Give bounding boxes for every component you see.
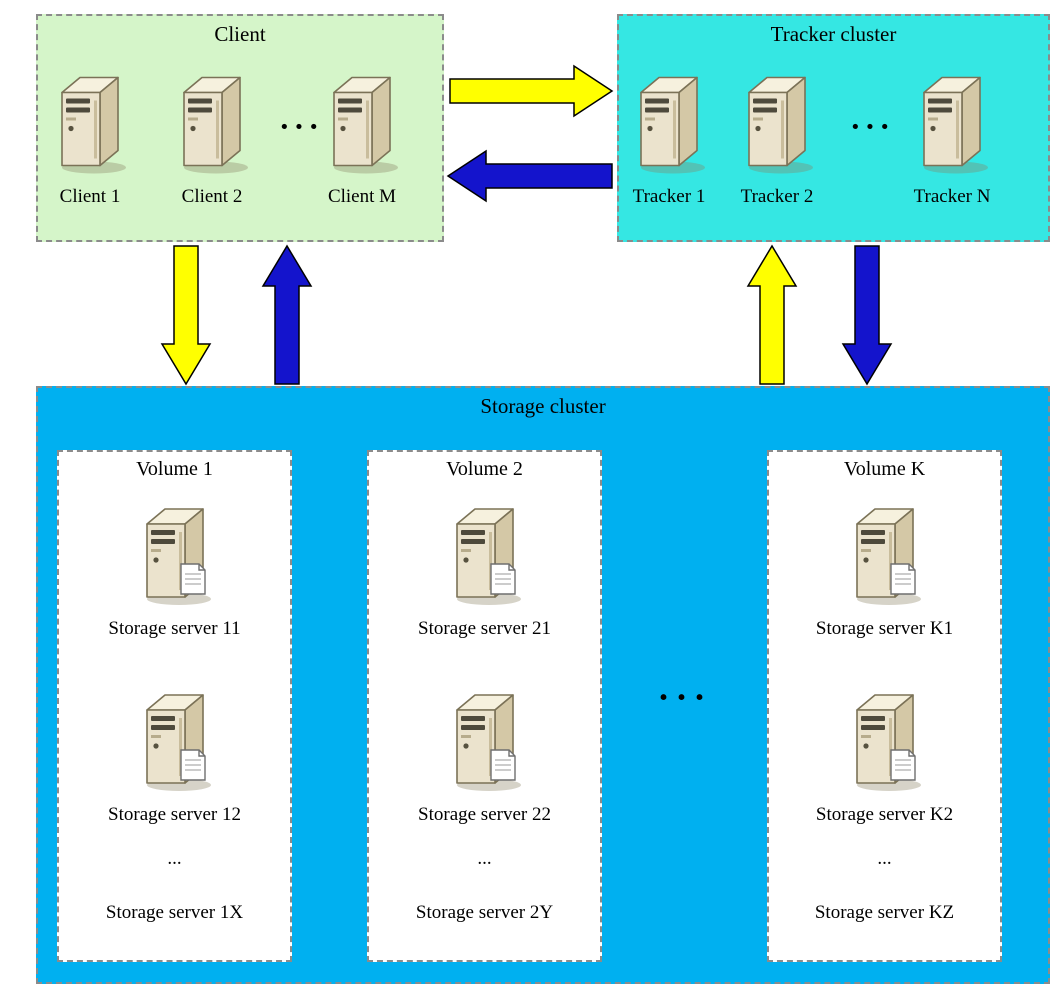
client-node-2: Client 2: [160, 70, 264, 208]
arrow-storage-to-tracker: [746, 244, 798, 385]
volume-box-1: Volume 1 Storage server 11 Storage serve…: [57, 450, 292, 962]
storage-server-icon: [135, 502, 215, 607]
tracker-node-label: Tracker N: [913, 186, 991, 207]
tracker-node-label: Tracker 1: [632, 186, 706, 207]
volume-ellipsis: ...: [477, 848, 492, 869]
storage-server-label: Storage server 1X: [105, 902, 244, 923]
volume-title: Volume 1: [136, 458, 213, 480]
arrow-client-to-tracker: [449, 64, 614, 118]
client-node-m: Client M: [310, 70, 414, 208]
storage-server-icon: [445, 688, 525, 793]
server-icon: [737, 70, 817, 176]
client-node-label: Client M: [327, 186, 397, 207]
storage-server-label: Storage server 11: [108, 618, 241, 639]
server-icon: [912, 70, 992, 176]
server-icon: [629, 70, 709, 176]
tracker-node-n: Tracker N: [902, 70, 1002, 208]
arrow-tracker-to-client: [446, 149, 613, 203]
server-icon: [172, 70, 252, 176]
client-cluster-box: Client Client 1 Client 2 Client M ···: [36, 14, 444, 242]
tracker-node-label: Tracker 2: [740, 186, 814, 207]
arrow-tracker-to-storage: [841, 245, 893, 386]
server-icon: [322, 70, 402, 176]
storage-ellipsis: ···: [657, 677, 712, 717]
storage-server-label: Storage server 12: [108, 804, 241, 825]
volume-title: Volume K: [843, 458, 926, 480]
storage-server-icon: [845, 502, 925, 607]
tracker-cluster-box: Tracker cluster Tracker 1 Tracker 2 Trac…: [617, 14, 1050, 242]
volume-ellipsis: ...: [877, 848, 892, 869]
storage-server-label: Storage server K2: [815, 804, 954, 825]
volume-box-2: Volume 2 Storage server 21 Storage serve…: [367, 450, 602, 962]
tracker-cluster-title: Tracker cluster: [770, 22, 897, 46]
storage-cluster-title: Storage cluster: [480, 394, 606, 418]
volume-box-k: Volume K Storage server K1 Storage serve…: [767, 450, 1002, 962]
storage-server-icon: [845, 688, 925, 793]
storage-server-icon: [445, 502, 525, 607]
storage-cluster-box: Storage cluster Volume 1 Storage server …: [36, 386, 1050, 984]
server-icon: [50, 70, 130, 176]
client-ellipsis: ···: [278, 108, 323, 144]
tracker-ellipsis: ···: [849, 108, 894, 144]
arrow-client-to-storage: [160, 245, 212, 386]
storage-server-label: Storage server 22: [418, 804, 551, 825]
client-node-1: Client 1: [38, 70, 142, 208]
storage-server-label: Storage server KZ: [814, 902, 955, 923]
client-node-label: Client 2: [181, 186, 243, 207]
volume-title: Volume 2: [446, 458, 523, 480]
client-node-label: Client 1: [59, 186, 121, 207]
arrow-storage-to-client: [261, 244, 313, 385]
storage-server-label: Storage server K1: [815, 618, 954, 639]
storage-server-label: Storage server 2Y: [415, 902, 554, 923]
tracker-node-2: Tracker 2: [727, 70, 827, 208]
client-cluster-title: Client: [214, 22, 266, 46]
storage-server-icon: [135, 688, 215, 793]
volume-ellipsis: ...: [167, 848, 182, 869]
tracker-node-1: Tracker 1: [619, 70, 719, 208]
storage-server-label: Storage server 21: [418, 618, 551, 639]
